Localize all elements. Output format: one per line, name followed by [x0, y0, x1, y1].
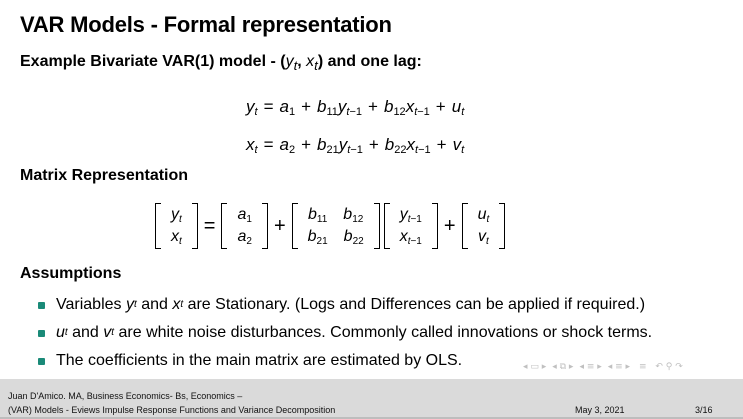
nav-back-search-forward-icon[interactable]: ↶ ⚲ ↷ — [655, 362, 683, 372]
footer-divider — [0, 417, 743, 419]
matrix-heading: Matrix Representation — [20, 167, 189, 184]
nav-section-icon[interactable]: ◂ ≡ ▸ — [579, 362, 602, 372]
slide-subtitle: Example Bivariate VAR(1) model - (yt, xt… — [20, 53, 422, 74]
subtitle-prefix: Example Bivariate VAR(1) model - ( — [20, 53, 286, 70]
beamer-navigation: ◂ ▭ ▸ ◂ ⧉ ▸ ◂ ≡ ▸ ◂ ≡ ▸ ≡ ↶ ⚲ ↷ — [523, 362, 683, 372]
bullet-icon — [38, 301, 45, 309]
slide-title: VAR Models - Formal representation — [20, 12, 392, 37]
footer: Juan D'Amico. MA, Business Economics- Bs… — [0, 379, 743, 419]
nav-align-icon[interactable]: ≡ — [636, 362, 650, 372]
bullet-icon — [38, 357, 45, 365]
equation-y: yt=a1+b11yt−1+b12xt−1+ut — [246, 97, 465, 118]
assumptions-heading: Assumptions — [20, 265, 122, 282]
footer-page-number: 3/16 — [695, 405, 713, 415]
subtitle-var-x: xt — [306, 53, 318, 74]
list-item: The coefficients in the main matrix are … — [38, 347, 652, 375]
footer-date: May 3, 2021 — [575, 405, 625, 415]
nav-subsection-next-icon[interactable]: ◂ ≡ ▸ — [607, 362, 631, 372]
footer-author: Juan D'Amico. MA, Business Economics- Bs… — [8, 391, 243, 401]
footer-presentation-title: (VAR) Models - Eviews Impulse Response F… — [8, 405, 336, 415]
bullet-icon — [38, 329, 45, 337]
equation-x: xt=a2+b21yt−1+b22xt−1+vt — [246, 135, 465, 156]
subtitle-var-y: yt — [285, 53, 298, 74]
nav-subsection-icon[interactable]: ◂ ⧉ ▸ — [552, 362, 574, 372]
subtitle-suffix: ) and one lag: — [317, 53, 422, 70]
nav-frame-icon[interactable]: ◂ ▭ ▸ — [523, 362, 547, 372]
